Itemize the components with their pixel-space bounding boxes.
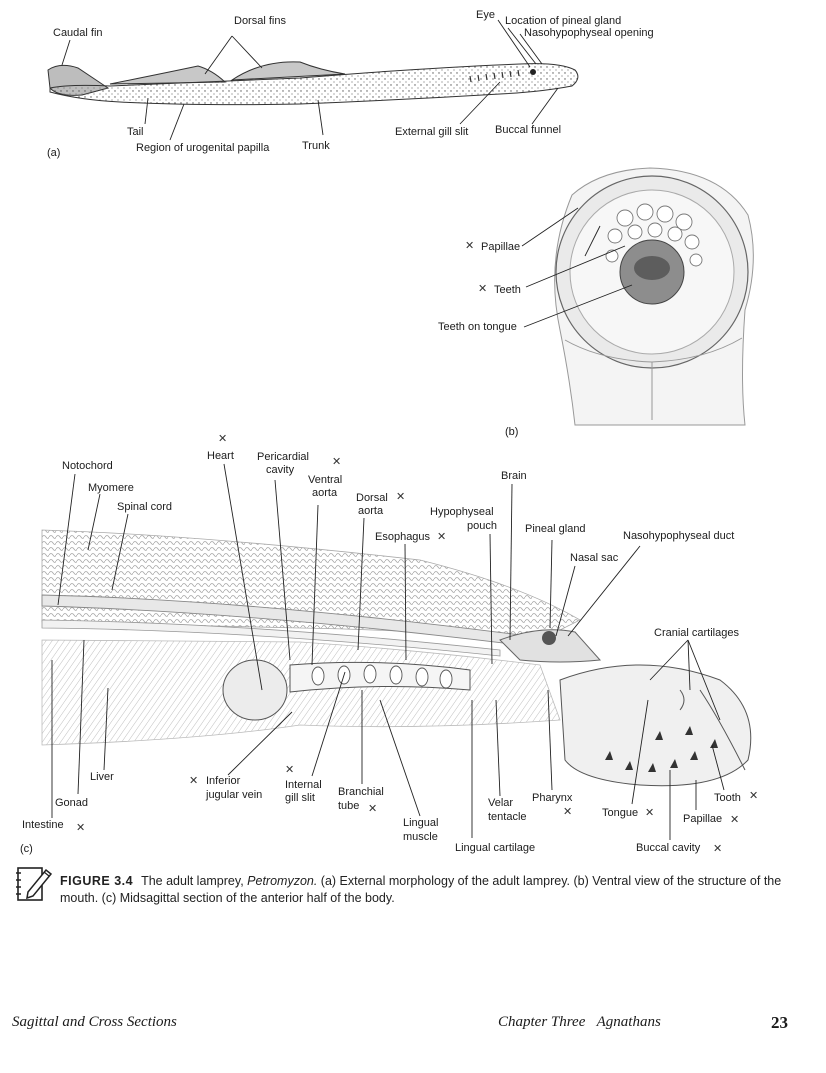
panel-a-tag: (a) (47, 147, 61, 159)
label-pericardial-cavity-line2: cavity (266, 464, 295, 476)
panel-b-tag: (b) (505, 426, 519, 438)
label-urogenital-papilla: Region of urogenital papilla (136, 142, 270, 154)
tick-mark-icon: ✕ (465, 240, 475, 252)
label-gonad: Gonad (55, 797, 89, 809)
label-inferior-jugular-vein-line1: Inferior (206, 775, 241, 787)
label-trunk: Trunk (302, 140, 330, 152)
caption-text-after: (a) External morphology of the adult lam… (60, 874, 782, 905)
label-tooth: Tooth (714, 792, 741, 804)
footer-chapter-topic: Agnathans (596, 1014, 661, 1030)
label-branchial-tube-line1: Branchial (338, 786, 384, 798)
figure-caption: FIGURE 3.4 The adult lamprey, Petromyzon.… (60, 873, 790, 907)
label-brain: Brain (501, 470, 527, 482)
label-dorsal-fins: Dorsal fins (234, 15, 286, 27)
footer-chapter-label: Chapter Three (498, 1014, 586, 1030)
label-nasohypophyseal-duct: Nasohypophyseal duct (623, 530, 735, 542)
tick-mark-icon: ✕ (189, 775, 199, 787)
tick-mark-icon: ✕ (749, 790, 759, 802)
label-ventral-aorta-line2: aorta (312, 487, 338, 499)
tick-mark-icon: ✕ (730, 814, 740, 826)
tick-mark-icon: ✕ (396, 491, 406, 503)
label-papillae-c: Papillae (683, 813, 723, 825)
tick-mark-icon: ✕ (76, 822, 86, 834)
label-buccal-funnel: Buccal funnel (495, 124, 562, 136)
label-ventral-aorta-line1: Ventral (308, 474, 343, 486)
label-liver: Liver (90, 771, 114, 783)
label-pineal-location: Location of pineal gland (505, 15, 622, 27)
figure-number: FIGURE 3.4 (60, 874, 134, 888)
label-papillae-b: Papillae (481, 241, 521, 253)
label-branchial-tube-line2: tube (338, 800, 360, 812)
tick-mark-icon: ✕ (332, 456, 342, 468)
label-external-gill-slit: External gill slit (395, 126, 469, 138)
label-nasal-sac: Nasal sac (570, 552, 619, 564)
label-dorsal-aorta-line1: Dorsal (356, 492, 388, 504)
page-number: 23 (771, 1013, 788, 1032)
label-lingual-muscle-line1: Lingual (403, 817, 439, 829)
label-cranial-cartilages: Cranial cartilages (654, 627, 739, 639)
label-velar-tentacle-line2: tentacle (488, 811, 527, 823)
label-teeth-on-tongue: Teeth on tongue (438, 321, 517, 333)
tick-mark-icon: ✕ (218, 433, 228, 445)
label-internal-gill-slit-line1: Internal (285, 779, 322, 791)
label-spinal-cord: Spinal cord (117, 501, 173, 513)
lamprey-external-body (47, 61, 579, 106)
tick-mark-icon: ✕ (645, 807, 655, 819)
label-teeth: Teeth (494, 284, 521, 296)
label-pharynx: Pharynx (532, 792, 573, 804)
footer-chapter: Chapter Three Agnathans (498, 1014, 661, 1031)
label-internal-gill-slit-line2: gill slit (285, 792, 315, 804)
label-buccal-cavity: Buccal cavity (636, 842, 701, 854)
footer-section-title: Sagittal and Cross Sections (12, 1014, 177, 1030)
label-inferior-jugular-vein-line2: jugular vein (206, 789, 263, 801)
tick-mark-icon: ✕ (713, 843, 723, 855)
tick-mark-icon: ✕ (478, 283, 488, 295)
label-esophagus: Esophagus (375, 531, 431, 543)
label-pineal-gland: Pineal gland (525, 523, 586, 535)
label-lingual-cartilage: Lingual cartilage (455, 842, 536, 854)
label-notochord: Notochord (62, 460, 113, 472)
label-hypophyseal-pouch-line1: Hypophyseal (430, 506, 494, 518)
label-tongue: Tongue (602, 807, 639, 819)
label-tail: Tail (127, 126, 144, 138)
panel-c-tag: (c) (20, 843, 33, 855)
tick-mark-icon: ✕ (368, 803, 378, 815)
label-intestine: Intestine (22, 819, 64, 831)
label-velar-tentacle-line1: Velar (488, 797, 514, 809)
notebook-pencil-icon (16, 867, 53, 901)
label-nasohypophyseal-opening: Nasohypophyseal opening (524, 27, 654, 39)
tick-mark-icon: ✕ (285, 764, 295, 776)
label-pericardial-cavity-line1: Pericardial (257, 451, 309, 463)
tick-mark-icon: ✕ (563, 806, 573, 818)
label-dorsal-aorta-line2: aorta (358, 505, 384, 517)
caption-text-before: The adult lamprey, (141, 874, 248, 888)
caption-genus: Petromyzon. (247, 874, 318, 888)
label-lingual-muscle-line2: muscle (403, 831, 438, 843)
label-myomere: Myomere (88, 482, 134, 494)
label-hypophyseal-pouch-line2: pouch (467, 520, 497, 532)
label-heart: Heart (207, 450, 234, 462)
label-caudal-fin: Caudal fin (53, 27, 103, 39)
buccal-funnel-drawing (554, 167, 754, 426)
midsagittal-section-drawing (41, 529, 752, 787)
tick-mark-icon: ✕ (437, 531, 447, 543)
label-eye: Eye (476, 9, 495, 21)
